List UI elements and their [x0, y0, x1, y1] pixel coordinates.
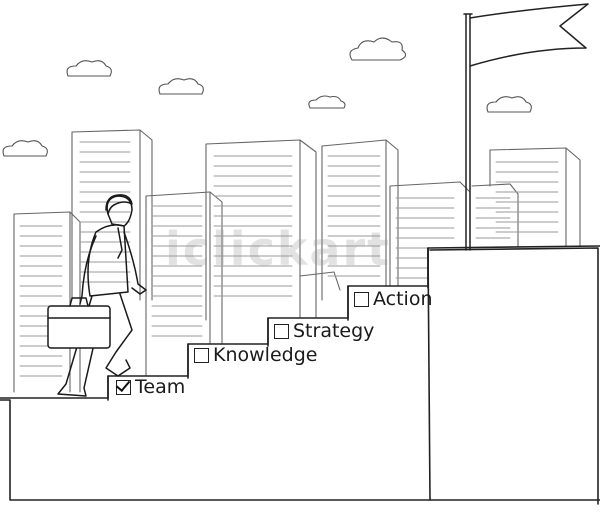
cloud: [2, 140, 48, 157]
torso: [87, 224, 129, 297]
podium-edge: [429, 247, 599, 505]
step-knowledge: Knowledge: [194, 346, 317, 365]
head: [106, 195, 133, 227]
step-label-strategy: Strategy: [293, 320, 375, 342]
arm-back: [79, 235, 97, 305]
step-strategy: Strategy: [274, 322, 374, 341]
clouds: [2, 37, 532, 157]
step-label-action: Action: [373, 288, 433, 310]
cloud: [66, 60, 112, 77]
hair: [105, 194, 133, 215]
step-action: Action: [354, 290, 433, 309]
stair-risers: [107, 247, 429, 401]
step-team: Team: [116, 378, 185, 397]
building: [321, 139, 399, 301]
building: [71, 129, 153, 301]
briefcase-icon: [47, 297, 111, 349]
goal-flag: [463, 3, 589, 251]
leg-front: [105, 293, 133, 377]
checkbox-icon: [274, 324, 289, 339]
building: [471, 183, 519, 251]
building: [489, 147, 581, 247]
step-label-team: Team: [135, 376, 186, 398]
cloud: [349, 37, 407, 61]
businessman-figure: [47, 194, 147, 397]
checkbox-icon: [194, 348, 209, 363]
arm-front: [123, 231, 147, 295]
stairs: [0, 245, 600, 505]
building: [13, 211, 81, 393]
checkbox-checked-icon: [116, 380, 131, 395]
building: [299, 271, 341, 291]
cloud: [308, 95, 346, 109]
step-label-knowledge: Knowledge: [213, 344, 318, 366]
checkbox-icon: [354, 292, 369, 307]
cloud: [486, 96, 532, 113]
stair-front: [0, 399, 431, 501]
tie: [117, 227, 123, 259]
flag-cloth: [469, 3, 589, 67]
flag-pole: [463, 13, 473, 251]
leg-back: [57, 295, 95, 397]
stair-fill: [0, 246, 600, 512]
building-windows: [19, 141, 559, 377]
cloud: [158, 78, 204, 95]
building: [205, 139, 317, 321]
city-skyline: [13, 129, 581, 393]
